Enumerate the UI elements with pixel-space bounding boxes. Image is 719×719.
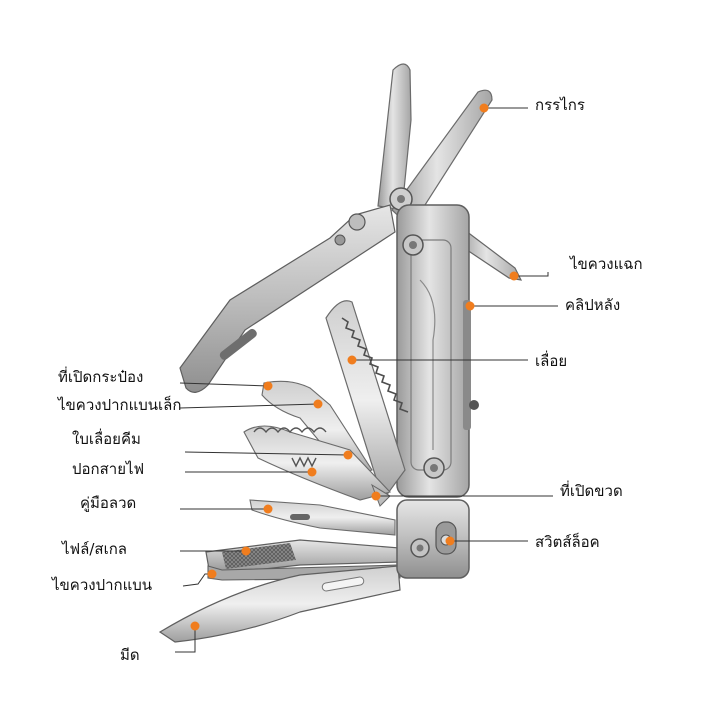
leader-phillips: [514, 272, 549, 277]
scissors-blade-right: [391, 89, 493, 223]
lock-block-screw-center: [416, 544, 424, 552]
wire-cutter-slot: [290, 514, 310, 520]
label-can-opener: ที่เปิดกระป๋อง: [58, 368, 144, 386]
scissors-pivot-center: [397, 195, 405, 203]
label-back-clip: คลิปหลัง: [565, 296, 621, 314]
marker-flat-screwdriver: [207, 569, 217, 579]
saw: [325, 300, 409, 502]
marker-small-flat: [313, 399, 323, 409]
handle-bottom-screw-center: [430, 464, 438, 472]
label-scissors: กรรไกร: [535, 96, 585, 114]
leader-can-opener: [179, 382, 269, 387]
leader-lines: [175, 107, 558, 653]
leader-small-flat: [179, 403, 319, 409]
label-wire-stripper: ปอกสายไฟ: [72, 460, 145, 478]
label-saw: เลื่อย: [535, 352, 568, 370]
marker-wire-pliers: [263, 504, 273, 514]
handle-slot: [219, 328, 257, 360]
label-pliers-saw-blade: ใบเลื่อยคีม: [72, 430, 141, 448]
label-wire-pliers: คู่มือลวด: [80, 494, 137, 512]
marker-lock-switch: [445, 536, 455, 546]
scissors: [377, 63, 493, 223]
leader-knife: [175, 626, 196, 653]
label-knife: มีด: [120, 646, 140, 664]
label-file-scale: ไฟล์/สเกล: [62, 540, 127, 558]
lock-block-body: [396, 499, 470, 579]
marker-scissors: [479, 103, 489, 113]
label-flat-screwdriver: ไขควงปากแบน: [52, 576, 153, 594]
marker-pliers-saw: [343, 450, 353, 460]
marker-can-opener: [263, 381, 273, 391]
marker-knife: [190, 621, 200, 631]
leader-pliers-saw: [184, 451, 349, 456]
wire-stripper-notches: [291, 456, 317, 468]
file-surface: [222, 543, 296, 569]
clip-knob: [469, 400, 479, 410]
main-handle: [396, 204, 479, 498]
saw-blade: [325, 300, 406, 502]
back-clip: [463, 300, 471, 430]
marker-wire-stripper: [307, 467, 317, 477]
handle-top-screw-center: [409, 241, 417, 249]
lock-block: [396, 499, 470, 579]
knife: [158, 565, 401, 643]
handle-groove: [419, 279, 436, 450]
marker-saw: [347, 355, 357, 365]
marker-bottle-opener: [371, 491, 381, 501]
marker-phillips: [509, 271, 519, 281]
markers: [190, 103, 519, 631]
saw-teeth: [341, 317, 409, 413]
marker-back-clip: [465, 301, 475, 311]
arm-rivet: [334, 234, 346, 246]
label-phillips-screwdriver: ไขควงแฉก: [570, 255, 643, 273]
pliers-saw-blade: [243, 425, 392, 501]
marker-file: [241, 546, 251, 556]
pliers-saw-teeth: [253, 427, 327, 434]
label-small-flat-screwdriver: ไขควงปากแบนเล็ก: [58, 396, 182, 414]
handle-arm: [179, 204, 396, 393]
label-bottle-opener: ที่เปิดขวด: [560, 482, 623, 500]
knife-thumb-slot: [321, 576, 365, 592]
scissors-blade-left: [377, 63, 412, 211]
arm-pivot: [348, 213, 366, 231]
wire-cutter-blade: [249, 499, 396, 536]
label-lock-switch: สวิตส์ล็อค: [535, 533, 600, 551]
